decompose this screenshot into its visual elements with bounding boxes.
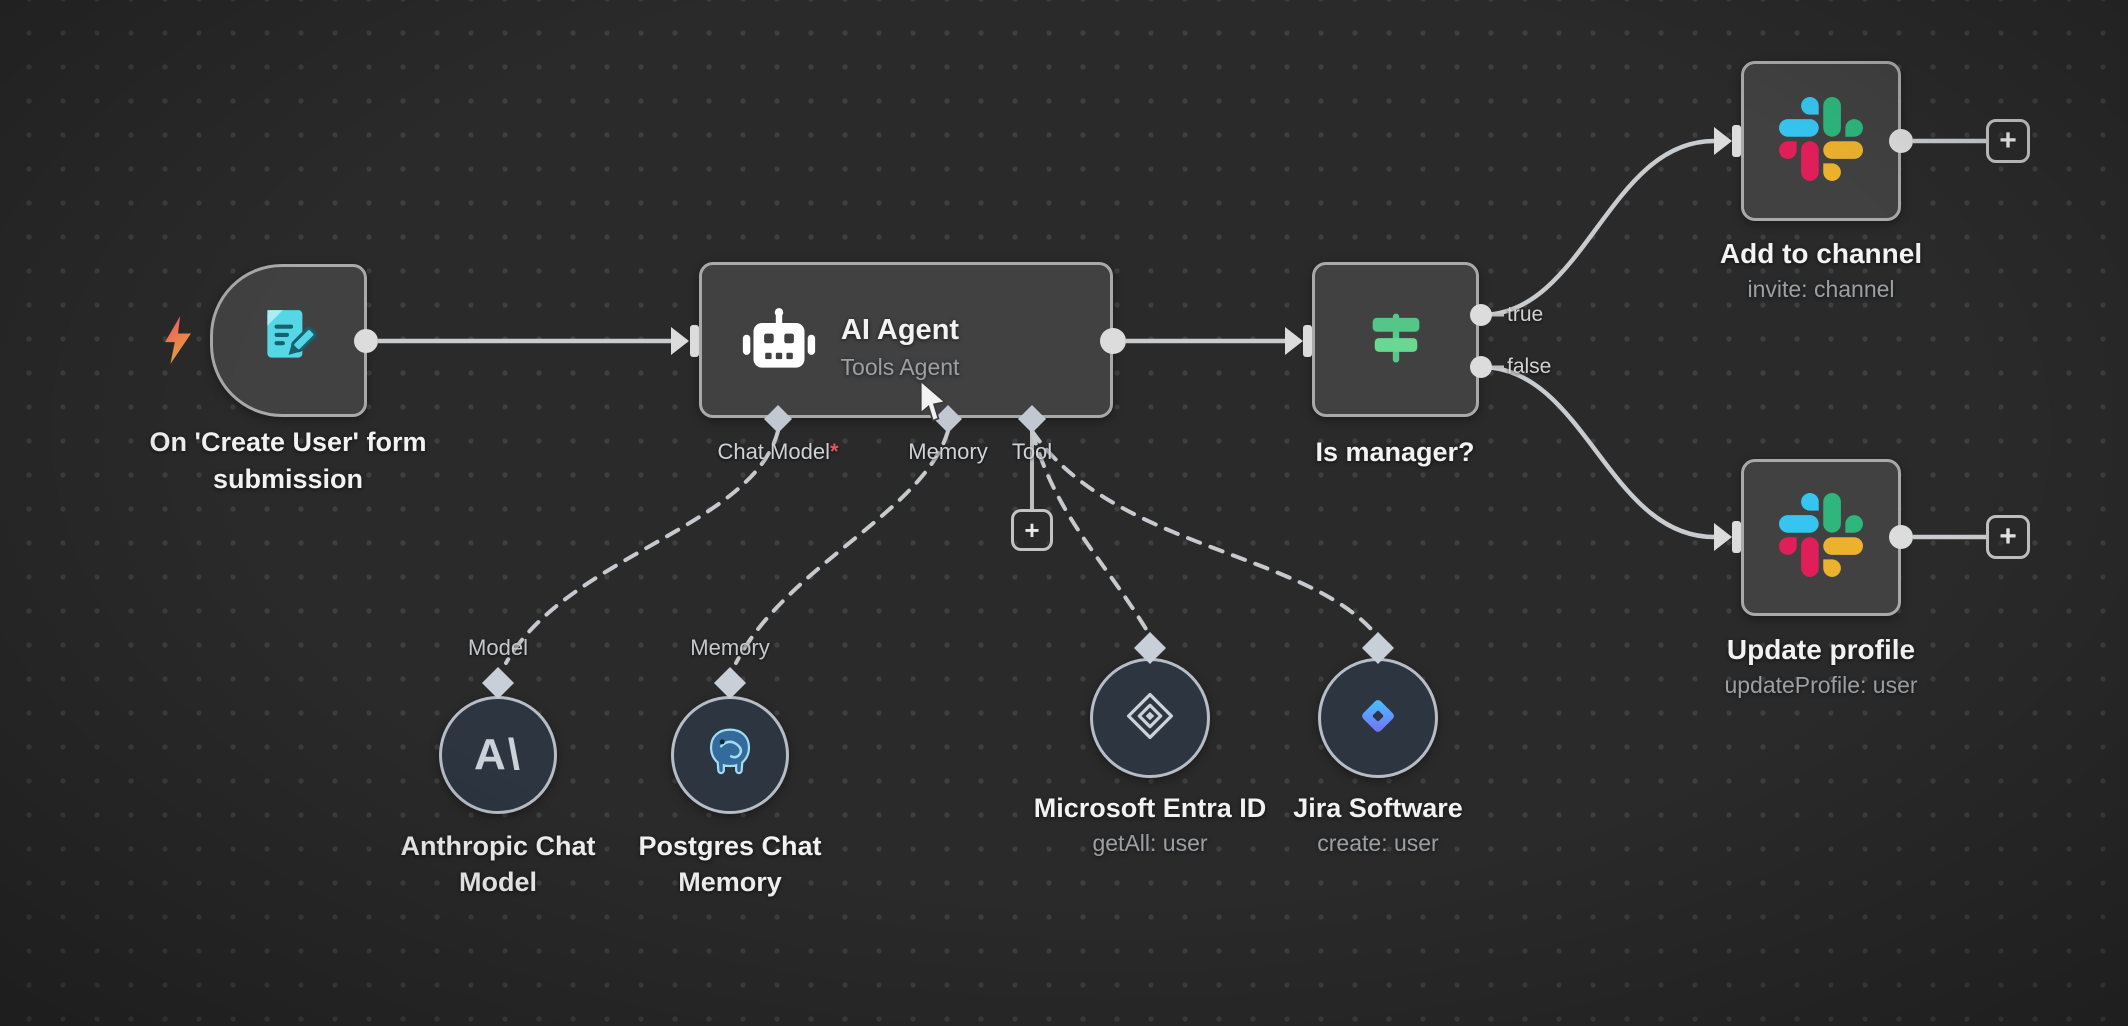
node-anthropic-chat-model[interactable]: A\ (439, 696, 557, 814)
postgres-label-line1: Postgres Chat (638, 831, 822, 861)
ai-agent-title: AI Agent (840, 314, 960, 346)
slack-icon (1779, 493, 1863, 582)
entra-label: Microsoft Entra ID (1033, 793, 1267, 823)
node-jira-software[interactable] (1318, 658, 1438, 778)
port-label-tool: Tool (1011, 439, 1053, 464)
port-label-chat-model: Chat Model* (688, 438, 868, 466)
entra-operation: getAll: user (1092, 830, 1208, 856)
chat-model-text: Chat Model (717, 439, 830, 464)
switch-signpost-icon (1362, 303, 1430, 376)
jira-operation: create: user (1317, 830, 1439, 856)
ai-agent-subtitle: Tools Agent (840, 354, 960, 380)
chat-model-required-asterisk: * (829, 439, 839, 464)
update-profile-label: Update profile (1726, 634, 1916, 665)
edge-memory-to-postgres[interactable] (734, 429, 950, 665)
output-label-true: true (1507, 303, 1544, 326)
trigger-bolt-icon (160, 314, 196, 371)
node-postgres-chat-memory[interactable] (671, 696, 789, 814)
port-label-memory: Memory (908, 439, 988, 464)
slack-icon (1779, 96, 1863, 186)
update-profile-operation: updateProfile: user (1724, 672, 1918, 698)
postgres-label-line2: Memory (678, 867, 782, 897)
form-trigger-label-line1: On 'Create User' form (149, 427, 427, 457)
anthropic-port-label: Model (468, 635, 528, 660)
edge-true-to-add-channel[interactable] (1480, 138, 1715, 318)
is-manager-label: Is manager? (1315, 437, 1475, 467)
jira-label: Jira Software (1293, 793, 1463, 823)
node-is-manager[interactable] (1312, 262, 1479, 417)
add-to-channel-operation: invite: channel (1747, 276, 1895, 302)
add-to-channel-label: Add to channel (1719, 238, 1923, 269)
form-document-icon (255, 304, 323, 377)
edge-tool-to-jira[interactable] (1030, 429, 1373, 631)
mouse-cursor (918, 379, 950, 429)
add-tool-button[interactable]: + (1011, 509, 1053, 551)
node-microsoft-entra-id[interactable] (1090, 658, 1210, 778)
add-next-node-button-top[interactable]: + (1986, 119, 2030, 163)
jira-icon (1349, 687, 1407, 750)
anthropic-logo-icon: A\ (474, 730, 522, 779)
edge-tool-to-entra[interactable] (1030, 429, 1148, 631)
entra-id-icon (1120, 686, 1180, 751)
anthropic-label-line2: Model (459, 867, 537, 897)
robot-icon (738, 306, 820, 379)
add-next-node-button-bottom[interactable]: + (1986, 515, 2030, 559)
edge-chatmodel-to-anthropic[interactable] (504, 429, 780, 665)
form-trigger-label-line2: submission (212, 464, 364, 494)
postgres-port-label: Memory (690, 635, 770, 660)
node-form-trigger[interactable] (210, 264, 367, 417)
node-add-to-channel[interactable] (1741, 61, 1901, 221)
output-label-false: false (1507, 355, 1552, 378)
postgres-elephant-icon (701, 724, 759, 787)
node-update-profile[interactable] (1741, 459, 1901, 616)
anthropic-label-line1: Anthropic Chat (400, 831, 596, 861)
edge-false-to-update-profile[interactable] (1480, 364, 1715, 540)
